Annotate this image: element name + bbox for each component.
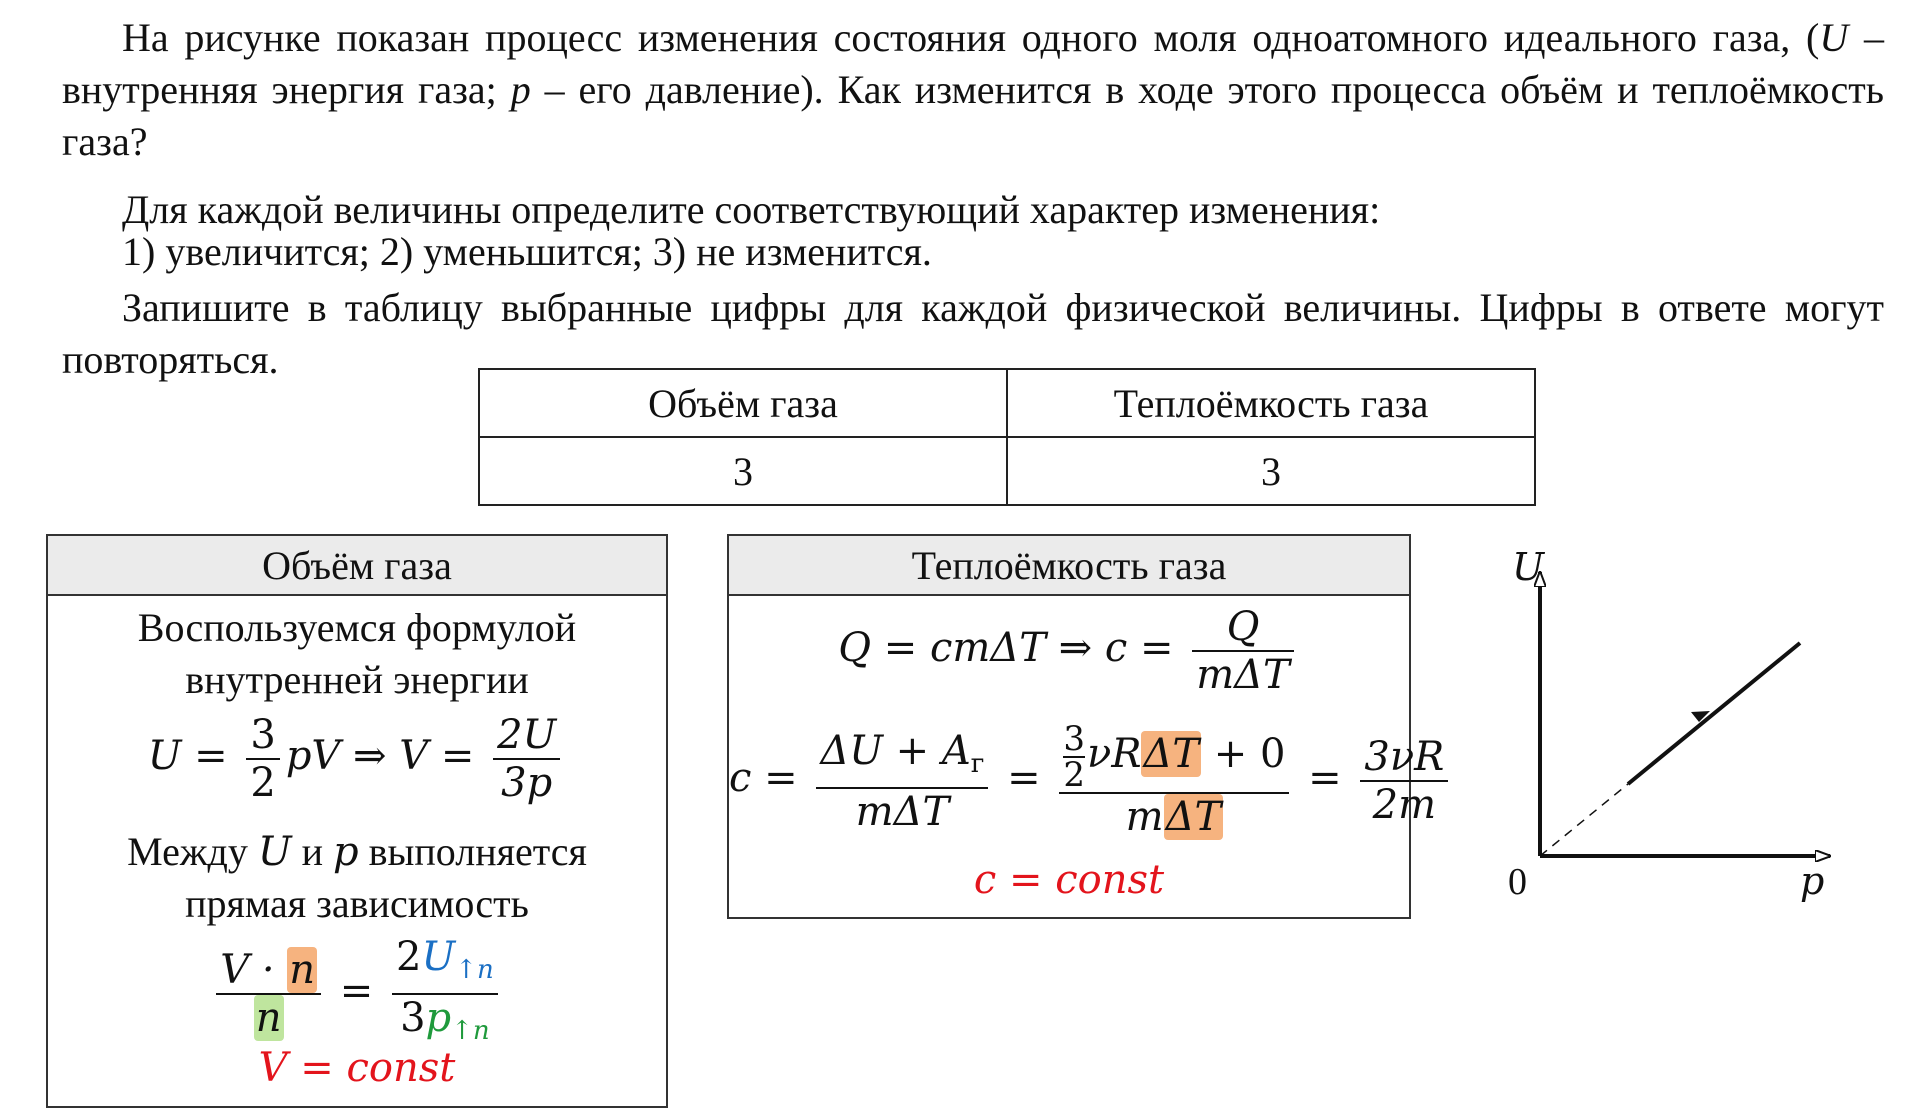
fraction-denominator: 2 bbox=[250, 760, 276, 806]
fraction-numerator: ΔU + Aг bbox=[816, 727, 989, 789]
capacity-solution-box: Теплоёмкость газа Q = cmΔT ⇒ c = Q mΔT c… bbox=[727, 534, 1449, 919]
volume-text-line3: Между U и p выполняется bbox=[48, 826, 666, 878]
fraction-Vn-n: V · n n bbox=[216, 947, 322, 1041]
formula-part: νR bbox=[1087, 731, 1142, 777]
process-line bbox=[1626, 641, 1802, 786]
formula-part: U = bbox=[147, 733, 228, 779]
fraction-denominator: mΔT bbox=[1196, 652, 1290, 698]
problem-options: 1) увеличится; 2) уменьшится; 3) не изме… bbox=[122, 229, 932, 274]
formula-part: c = bbox=[729, 755, 798, 801]
subscript: г bbox=[970, 748, 985, 779]
symbol-U: U bbox=[1819, 15, 1849, 60]
x-axis-label: p bbox=[1800, 859, 1824, 903]
answer-value-capacity[interactable]: 3 bbox=[1006, 436, 1536, 506]
problem-paragraph-2: Для каждой величины определите соответст… bbox=[122, 187, 1381, 232]
volume-formula-proportional: V · n n = 2U↑n 3p↑n bbox=[48, 934, 666, 1054]
highlight-n: n bbox=[253, 995, 284, 1041]
origin-label: 0 bbox=[1508, 861, 1527, 903]
y-axis-label: U bbox=[1512, 545, 1546, 589]
subscript: ↑n bbox=[451, 1016, 490, 1046]
formula-part: + 0 bbox=[1201, 731, 1286, 777]
fraction-numerator: 2U bbox=[493, 712, 561, 760]
fraction-numerator: 3 bbox=[246, 712, 280, 760]
formula-part: ΔU + A bbox=[820, 727, 971, 774]
volume-box-title: Объём газа bbox=[48, 536, 666, 596]
symbol-p: p bbox=[333, 829, 359, 875]
capacity-box-title: Теплоёмкость газа bbox=[729, 536, 1409, 596]
volume-box-body: Воспользуемся формулой внутренней энерги… bbox=[48, 596, 666, 1106]
fraction-numerator: 3 bbox=[1063, 719, 1086, 759]
problem-text: Запишите в таблицу выбранные цифры для к… bbox=[62, 285, 1884, 382]
problem-text: На рисунке показан процесс изменения сос… bbox=[122, 15, 1820, 60]
fraction-numerator: Q bbox=[1192, 604, 1294, 652]
fraction-denominator: 2 bbox=[1063, 755, 1086, 795]
problem-text: – внутренняя энергия газа; bbox=[62, 15, 1884, 112]
formula-part: pV ⇒ V = bbox=[285, 733, 475, 779]
equals-sign: = bbox=[1308, 755, 1342, 801]
symbol-p: p bbox=[510, 67, 531, 112]
fraction-2U-3p: 2U 3p bbox=[493, 712, 561, 806]
fraction-numerator: 3νR bbox=[1360, 734, 1449, 782]
highlight-n: n bbox=[287, 947, 318, 993]
fraction-denominator: mΔT bbox=[1059, 794, 1289, 840]
equals-sign: = bbox=[339, 968, 374, 1014]
fraction-2U-3p-scaled: 2U↑n 3p↑n bbox=[392, 934, 498, 1054]
capacity-formula-heat: Q = cmΔT ⇒ c = Q mΔT bbox=[729, 604, 1409, 698]
fraction-denominator: 3p↑n bbox=[392, 995, 498, 1054]
volume-formula-internal-energy: U = 3 2 pV ⇒ V = 2U 3p bbox=[48, 712, 666, 806]
highlight-delta-t: ΔT bbox=[1141, 731, 1202, 777]
problem-text: – его давление). Как изменится в ходе эт… bbox=[62, 67, 1884, 164]
formula-part: V · bbox=[220, 947, 288, 993]
subscript: ↑n bbox=[455, 955, 494, 985]
volume-text-line4: прямая зависимость bbox=[185, 881, 529, 926]
answer-table-header-row: Объём газа Теплоёмкость газа bbox=[478, 368, 1536, 438]
fraction-dU-A-mdT: ΔU + Aг mΔT bbox=[816, 727, 989, 835]
fraction-numerator: V · n bbox=[216, 947, 322, 995]
formula-part: 3 bbox=[400, 995, 426, 1041]
text-part: выполняется bbox=[358, 829, 587, 874]
answer-table: Объём газа Теплоёмкость газа 3 3 bbox=[478, 368, 1536, 506]
answer-value-volume[interactable]: 3 bbox=[478, 436, 1008, 506]
fraction-Q-mdT: Q mΔT bbox=[1192, 604, 1294, 698]
volume-result: V = const bbox=[258, 1045, 456, 1091]
symbol-p: p bbox=[425, 995, 452, 1041]
fraction-3vR-2m: 3νR 2m bbox=[1360, 734, 1449, 828]
capacity-box-body: Q = cmΔT ⇒ c = Q mΔT c = ΔU + Aг mΔT = 3… bbox=[729, 596, 1449, 916]
fraction-denominator: 2m bbox=[1372, 782, 1437, 828]
process-graph: U p 0 bbox=[1508, 545, 1850, 903]
problem-paragraph-4: Запишите в таблицу выбранные цифры для к… bbox=[62, 282, 1884, 386]
text-part: и bbox=[291, 829, 333, 874]
fraction-numerator: 2U↑n bbox=[392, 934, 498, 995]
symbol-U: U bbox=[257, 829, 292, 875]
fraction-denominator: 3p bbox=[501, 760, 553, 806]
highlight-delta-t: ΔT bbox=[1163, 794, 1224, 840]
extrapolation-dashed-line bbox=[1539, 783, 1629, 857]
volume-text-line2: внутренней энергии bbox=[185, 657, 529, 702]
capacity-result: c = const bbox=[973, 857, 1165, 903]
process-direction-arrow bbox=[1691, 711, 1710, 722]
text-part: Между bbox=[127, 829, 258, 874]
answer-table-value-row: 3 3 bbox=[478, 436, 1536, 506]
equals-sign: = bbox=[1007, 755, 1041, 801]
volume-text-line1: Воспользуемся формулой bbox=[137, 605, 577, 650]
formula-part: Q = cmΔT ⇒ c = bbox=[838, 625, 1174, 671]
problem-paragraph-1: На рисунке показан процесс изменения сос… bbox=[62, 12, 1884, 168]
fraction-denominator: mΔT bbox=[855, 788, 950, 835]
volume-solution-box: Объём газа Воспользуемся формулой внутре… bbox=[46, 534, 668, 1108]
answer-header-capacity: Теплоёмкость газа bbox=[1006, 368, 1536, 438]
answer-header-volume: Объём газа bbox=[478, 368, 1008, 438]
fraction-3-2: 3 2 bbox=[246, 712, 280, 806]
formula-part: 2 bbox=[396, 934, 422, 980]
fraction-denominator: n bbox=[216, 995, 321, 1041]
formula-part: m bbox=[1125, 794, 1164, 840]
symbol-U: U bbox=[421, 934, 456, 980]
